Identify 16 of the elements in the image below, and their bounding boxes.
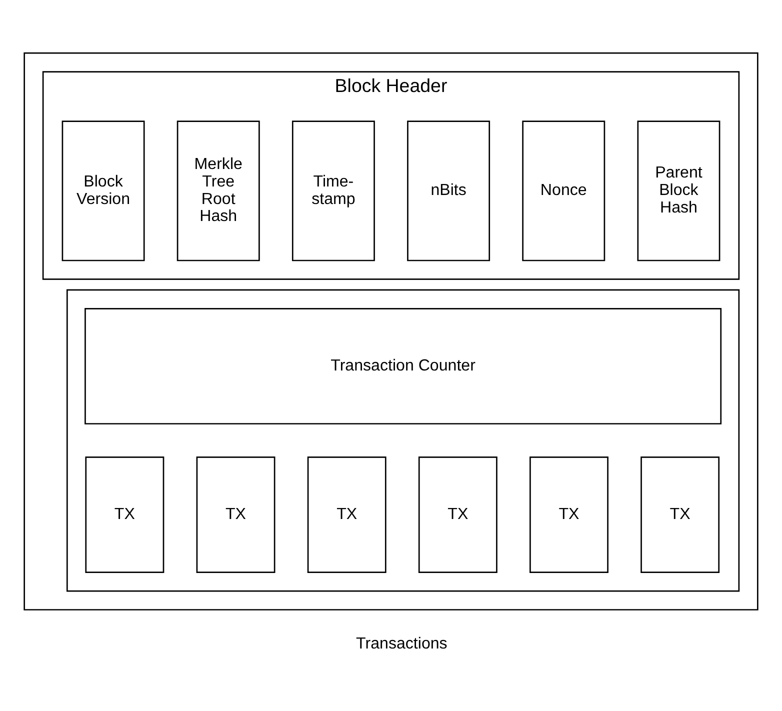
node-box: TX bbox=[530, 456, 608, 573]
node-box: TX bbox=[418, 456, 498, 573]
cluster bbox=[24, 52, 758, 610]
node-box: Nonce bbox=[522, 120, 606, 262]
node-box: Time- stamp bbox=[292, 120, 375, 262]
node-box: Block Version bbox=[62, 120, 145, 262]
node-box: Transaction Counter bbox=[84, 308, 722, 424]
label: Transactions bbox=[356, 634, 448, 653]
cluster bbox=[66, 289, 740, 592]
node-box: nBits bbox=[407, 120, 490, 262]
node-box: TX bbox=[640, 456, 720, 573]
node-box: Merkle Tree Root Hash bbox=[176, 120, 260, 262]
node-box: Parent Block Hash bbox=[637, 120, 720, 262]
node-box: TX bbox=[307, 456, 386, 573]
node-box: TX bbox=[196, 456, 276, 573]
node-box: TX bbox=[85, 456, 164, 573]
